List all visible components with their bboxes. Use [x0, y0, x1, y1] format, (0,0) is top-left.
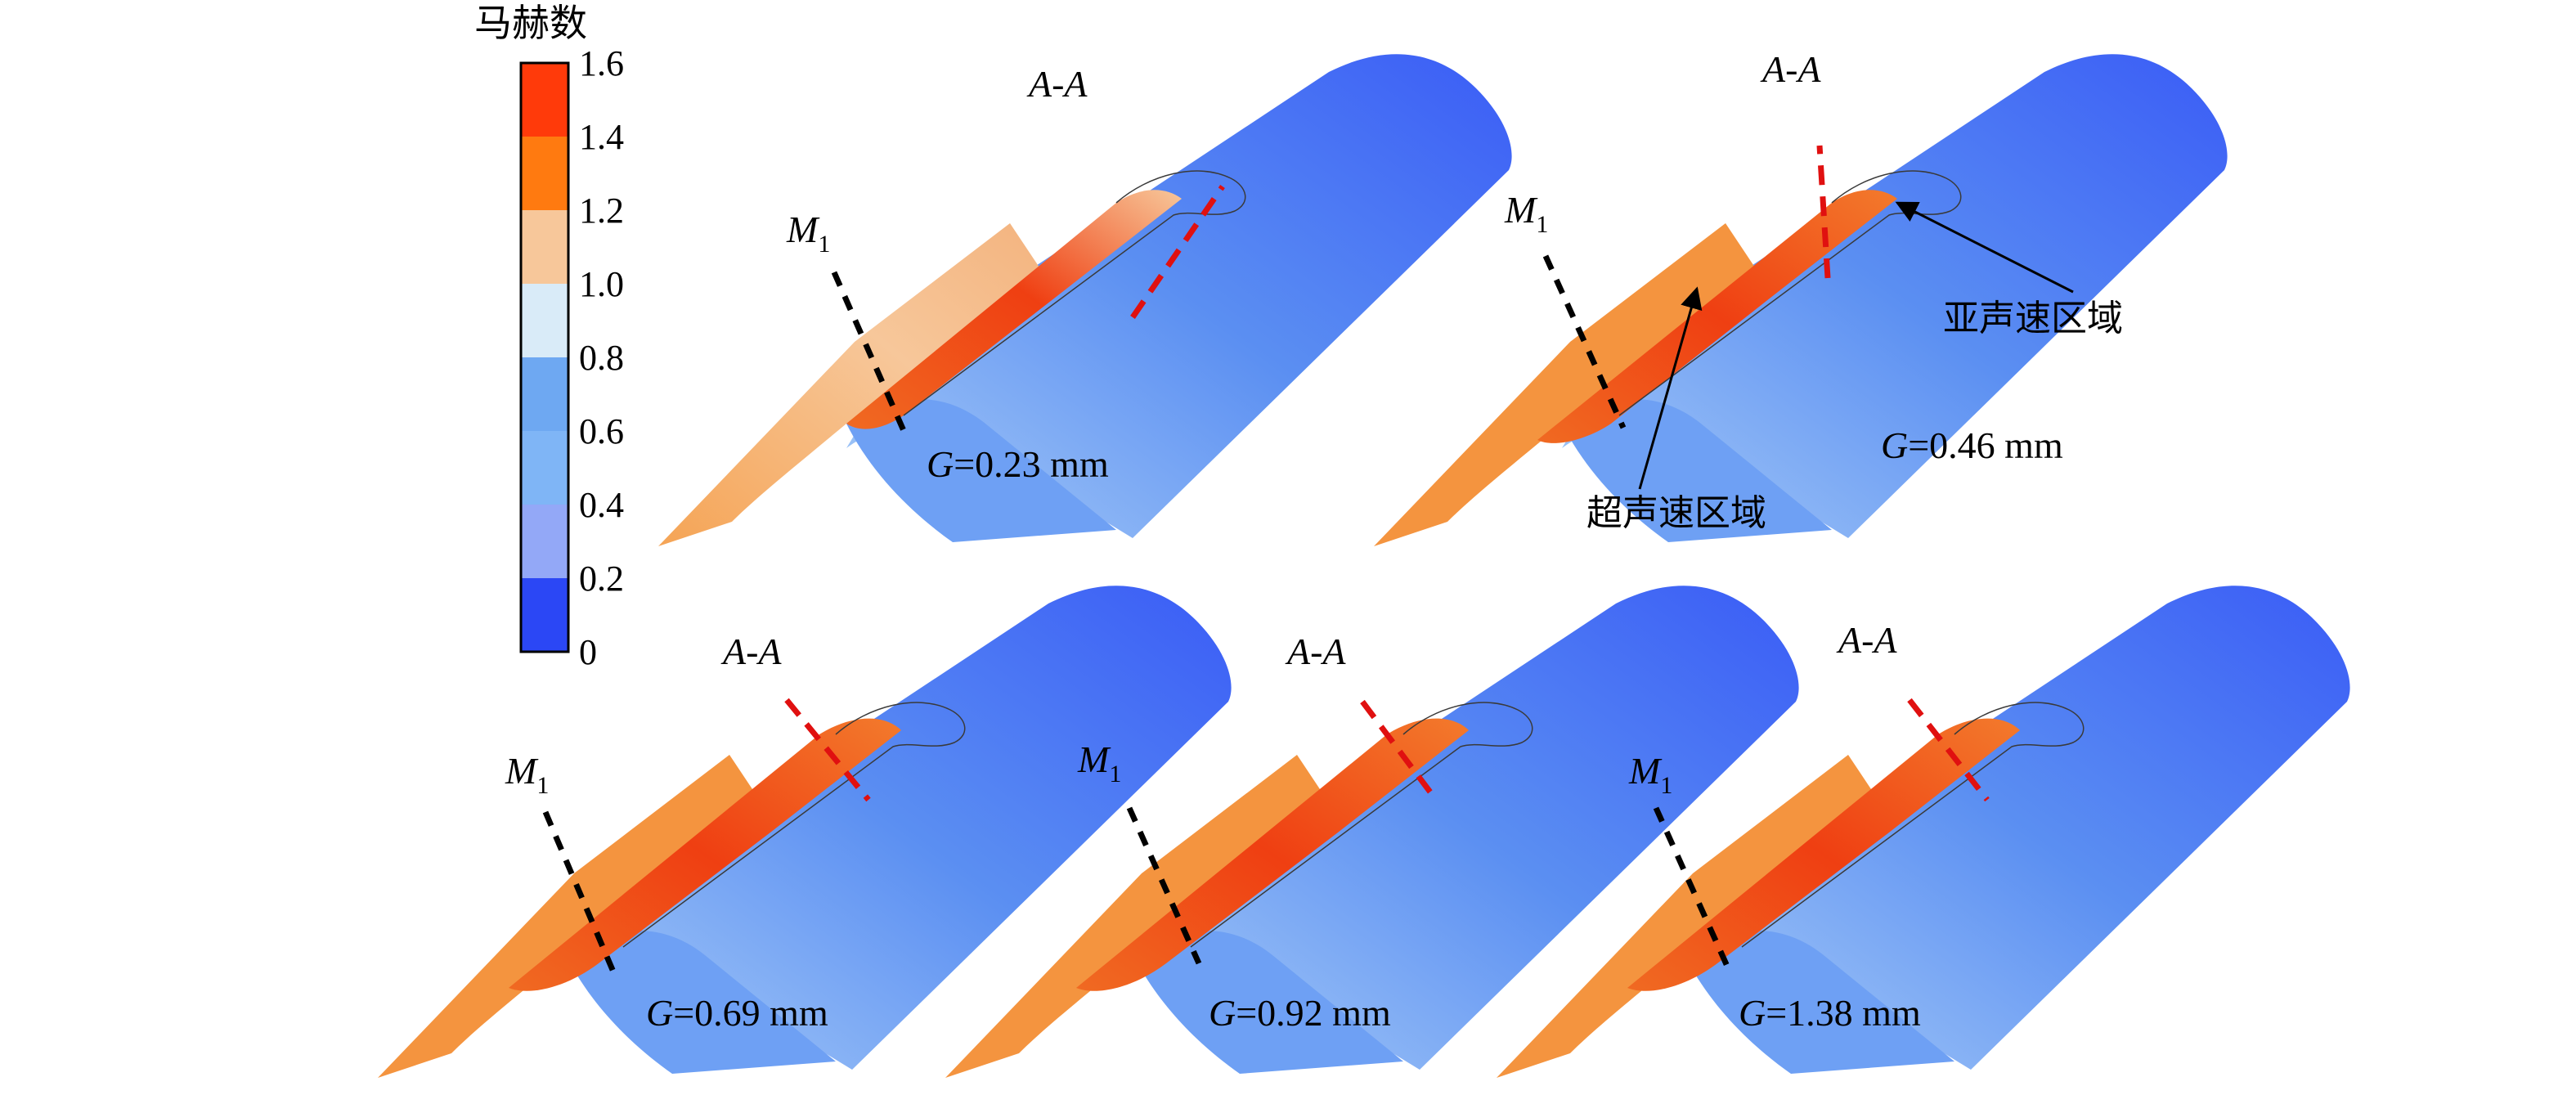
subsonic-arrow: [1895, 201, 2074, 294]
m1-dash-line: [1542, 254, 1627, 429]
colorbar-band: [521, 210, 568, 284]
panel-g-138: [1497, 586, 2350, 1078]
suction-field: [566, 586, 1232, 1070]
pressure-field: [1133, 931, 1403, 1074]
colorbar-frame: [519, 61, 570, 653]
supersonic-core: [1537, 190, 1897, 443]
inlet-sheet: [1497, 755, 1889, 1078]
m1-dash-line: [1653, 806, 1733, 973]
panel-4-section-label: A-A: [1285, 631, 1346, 672]
supersonic-core: [509, 718, 901, 991]
subsonic-region-label: 亚声速区域: [1943, 298, 2123, 339]
panel-1-gap-label: G=0.23 mm: [927, 443, 1109, 485]
panel-4-station-label: M1: [1077, 738, 1121, 788]
colorbar-tick: 1.0: [579, 264, 624, 304]
panel-5-gap-label: G=1.38 mm: [1739, 992, 1921, 1034]
colorbar-tick: 1.4: [579, 117, 624, 157]
panel-3-section-label: A-A: [720, 631, 782, 672]
colorbar-band: [521, 505, 568, 578]
supersonic-arrow: [1638, 286, 1703, 490]
supersonic-region-label: 超声速区域: [1586, 492, 1766, 534]
blade-outline: [1190, 702, 1533, 948]
aa-dash-line: [1360, 699, 1438, 802]
pressure-field: [1562, 399, 1832, 542]
colorbar-tick: 1.6: [579, 43, 624, 83]
aa-dash-line: [1816, 145, 1831, 279]
pressure-field: [1685, 931, 1954, 1074]
aa-dash-line: [1130, 185, 1225, 319]
colorbar-band: [521, 578, 568, 652]
supersonic-core: [1076, 718, 1469, 991]
pressure-field: [846, 399, 1116, 542]
blade-outline: [622, 702, 966, 948]
inlet-sheet: [1374, 223, 1766, 546]
colorbar: 马赫数 1.6 1.4 1.2 1.0 0.8 0.6 0.4 0.2 0: [474, 1, 624, 672]
colorbar-band: [521, 63, 568, 137]
panel-2-gap-label: G=0.46 mm: [1881, 424, 2063, 466]
panel-1-station-label: M1: [786, 209, 830, 258]
panel-1-section-label: A-A: [1026, 63, 1088, 105]
colorbar-tick: 1.2: [579, 191, 624, 231]
aa-dash-line: [784, 698, 871, 802]
inlet-sheet: [658, 223, 1051, 546]
pressure-field: [566, 931, 836, 1074]
panel-2-section-label: A-A: [1760, 48, 1821, 90]
suction-field: [846, 54, 1512, 538]
colorbar-band: [521, 284, 568, 357]
blade-outline: [1741, 702, 2085, 948]
suction-field: [1133, 586, 1799, 1070]
colorbar-band: [521, 137, 568, 210]
colorbar-tick: 0.2: [579, 559, 624, 599]
blade-outline: [903, 170, 1246, 416]
supersonic-core: [846, 190, 1182, 429]
m1-dash-line: [831, 271, 911, 442]
colorbar-band: [521, 431, 568, 505]
supersonic-core: [1627, 718, 2020, 991]
panel-g-069: [378, 586, 1232, 1078]
colorbar-tick: 0.4: [579, 485, 624, 525]
m1-dash-line: [542, 810, 618, 977]
panel-g-092: [945, 586, 1799, 1078]
colorbar-tick: 0.8: [579, 338, 624, 378]
suction-field: [1685, 586, 2350, 1070]
panel-g-023: [658, 54, 1512, 546]
panel-g-046: [1374, 54, 2228, 546]
suction-field: [1562, 54, 2228, 538]
panel-2-station-label: M1: [1504, 189, 1548, 238]
colorbar-title: 马赫数: [474, 1, 587, 45]
panel-3-gap-label: G=0.69 mm: [646, 992, 828, 1034]
panel-3-station-label: M1: [505, 750, 549, 799]
colorbar-tick: 0.6: [579, 411, 624, 451]
colorbar-ticks: 1.6 1.4 1.2 1.0 0.8 0.6 0.4 0.2 0: [579, 43, 624, 672]
m1-dash-line: [1126, 806, 1202, 965]
colorbar-band: [521, 357, 568, 431]
panel-5-station-label: M1: [1628, 750, 1672, 799]
inlet-sheet: [945, 755, 1338, 1078]
colorbar-bands: [519, 61, 570, 653]
colorbar-tick: 0: [579, 632, 597, 672]
inlet-sheet: [378, 755, 770, 1078]
panel-5-section-label: A-A: [1836, 619, 1897, 661]
aa-dash-line: [1907, 698, 1990, 802]
panel-4-gap-label: G=0.92 mm: [1209, 992, 1391, 1034]
